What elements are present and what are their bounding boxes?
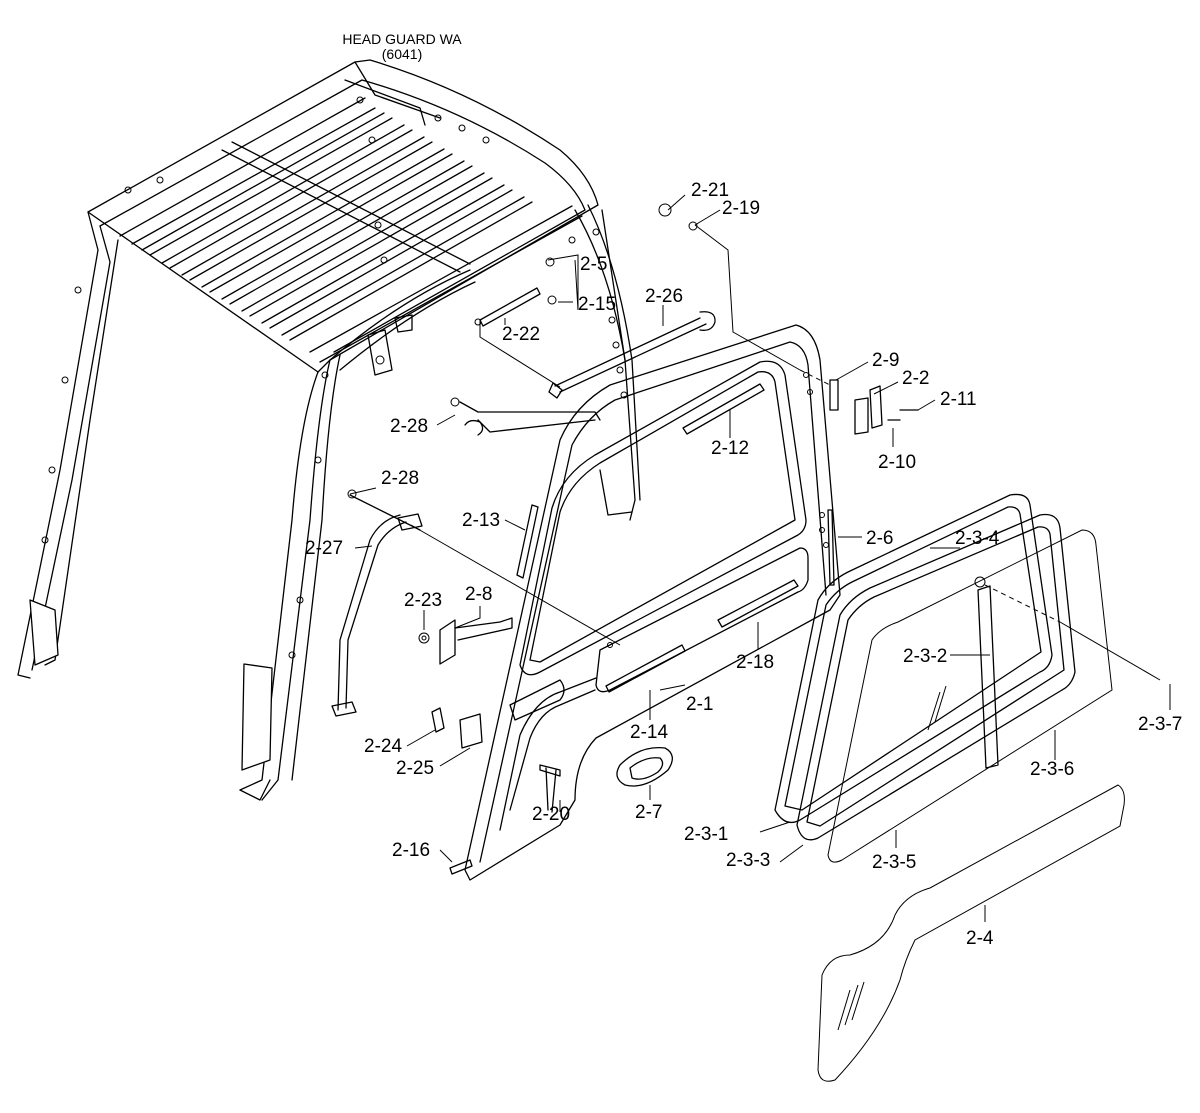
label-2-11: 2-11 [940, 389, 977, 410]
label-2-27: 2-27 [305, 538, 343, 559]
label-2-3-2: 2-3-2 [903, 646, 947, 667]
label-2-25: 2-25 [396, 758, 434, 779]
label-2-8: 2-8 [465, 584, 492, 605]
window-frame-inner [796, 513, 1076, 841]
strip-2-12 [682, 383, 765, 435]
label-2-4: 2-4 [966, 928, 994, 949]
label-2-15: 2-15 [578, 294, 616, 315]
label-2-6: 2-6 [866, 528, 893, 549]
diagram-title-line1: HEAD GUARD WA [342, 31, 462, 47]
label-2-3-3: 2-3-3 [726, 850, 770, 871]
side-panel-2-4 [817, 784, 1125, 1082]
label-2-5: 2-5 [580, 254, 607, 275]
strip-2-6 [827, 509, 835, 586]
window-strip-2-3-2 [974, 576, 999, 769]
label-2-10: 2-10 [878, 452, 916, 473]
label-2-3-6: 2-3-6 [1030, 759, 1074, 780]
gas-strut [474, 287, 541, 327]
label-2-23: 2-23 [404, 590, 442, 611]
label-2-18: 2-18 [736, 652, 774, 673]
plate-2-24 [431, 707, 445, 733]
label-2-12: 2-12 [711, 438, 749, 459]
label-2-16: 2-16 [392, 840, 430, 861]
label-2-28-upper: 2-28 [390, 416, 428, 437]
handle-rail-upper [459, 401, 601, 436]
hinge-assembly [829, 379, 919, 435]
label-2-1: 2-1 [686, 694, 713, 715]
plate-2-25 [459, 713, 483, 749]
label-2-22: 2-22 [502, 324, 540, 345]
strip-2-13 [516, 504, 539, 579]
window-glass [827, 529, 1113, 863]
label-2-13: 2-13 [462, 510, 500, 531]
label-2-21: 2-21 [691, 180, 729, 201]
rod-2-26 [548, 311, 716, 399]
label-2-20: 2-20 [532, 804, 570, 825]
label-2-9: 2-9 [872, 350, 899, 371]
label-2-24: 2-24 [364, 736, 402, 757]
bracket-2-8 [418, 617, 513, 665]
strip-2-18 [717, 579, 799, 628]
label-2-3-5: 2-3-5 [872, 852, 916, 873]
label-2-3-1: 2-3-1 [684, 824, 728, 845]
leader-lines [349, 194, 1171, 922]
label-2-7: 2-7 [635, 802, 662, 823]
diagram-title-line2: (6041) [382, 46, 422, 62]
door-frame [464, 324, 841, 881]
label-2-28-lower: 2-28 [381, 468, 419, 489]
label-2-26: 2-26 [645, 286, 683, 307]
label-2-14: 2-14 [630, 722, 668, 743]
screw-2-20 [539, 764, 561, 813]
head-guard-frame [17, 59, 641, 801]
small-fasteners [347, 203, 698, 499]
label-2-2: 2-2 [902, 368, 929, 389]
window-frame-outer [774, 493, 1053, 824]
pin-2-16 [449, 859, 473, 875]
label-2-3-4: 2-3-4 [955, 528, 1000, 549]
label-2-3-7: 2-3-7 [1138, 714, 1182, 735]
label-2-19: 2-19 [722, 198, 760, 219]
strip-2-14 [605, 644, 686, 693]
latch-handle [509, 679, 673, 787]
